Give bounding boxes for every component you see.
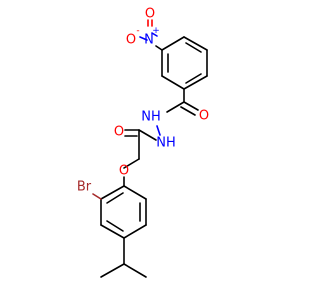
bond-ring1-b-double — [185, 42, 202, 53]
nitro-o-minus-charge-label: - — [136, 26, 139, 36]
bond-ring1-d — [183, 75, 208, 90]
bond-isopropyl-right — [123, 263, 147, 278]
bond-ring2-a — [123, 185, 147, 200]
bond-ch2-to-ether-o — [123, 158, 140, 169]
nitro-n-label: N — [144, 33, 154, 48]
hydrazide-nh-2-label: NH — [156, 136, 176, 151]
ether-o-label: O — [119, 164, 129, 179]
bond-ring2-d-double — [106, 220, 124, 232]
bromine-label: Br — [77, 180, 92, 195]
bond-nh-nh — [156, 125, 161, 136]
bond-nitro-n-ring — [155, 45, 163, 51]
bond-ring2-f — [100, 185, 125, 200]
nitro-o-label: O — [145, 7, 155, 22]
bond-ring2-f-double — [106, 192, 124, 204]
bond-nh-to-acetyl-c — [138, 129, 157, 141]
bond-carbonyl-to-o — [183, 101, 199, 111]
bond-ring1-a — [161, 36, 185, 51]
molecule-structure-diagram: O - N + O O NH NH O O Br — [77, 7, 209, 278]
amide-o-label: O — [199, 109, 209, 124]
bond-nitro-n-o-left — [139, 36, 148, 41]
bond-isopropyl-left — [100, 263, 125, 278]
bonds — [92, 19, 208, 278]
nitro-o-minus-label: O — [126, 33, 136, 48]
hydrazide-nh-1-label: NH — [141, 110, 161, 125]
atom-labels: O - N + O O NH NH O O Br — [77, 7, 209, 195]
bond-ring1-e — [161, 75, 185, 90]
bond-nitro-n-o — [151, 32, 158, 37]
bond-ring2-c — [123, 224, 147, 239]
acetyl-o-label: O — [114, 125, 124, 140]
bond-carbonyl-to-nh — [166, 101, 185, 113]
bond-ring1-d-double — [185, 73, 202, 84]
bond-ring2-d — [100, 224, 125, 239]
nitro-n-charge-label: + — [152, 26, 160, 36]
bond-ring1-b — [183, 36, 208, 51]
bond-ring-to-bromine — [92, 193, 102, 200]
bond-carbonyl-to-o-double — [180, 106, 196, 116]
